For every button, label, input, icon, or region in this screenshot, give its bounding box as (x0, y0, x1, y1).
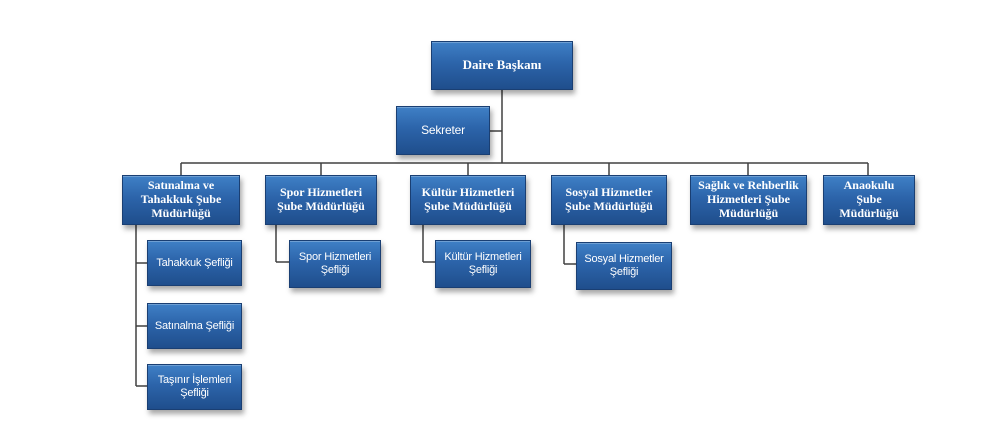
unit-box-satinalma: Satınalma Şefliği (147, 303, 242, 349)
department-label: Kültür Hizmetleri Şube Müdürlüğü (421, 185, 515, 213)
department-box-4: Sosyal Hizmetler Şube Müdürlüğü (551, 175, 667, 225)
department-box-5: Sağlık ve Rehberlik Hizmetleri Şube Müdü… (690, 175, 807, 225)
unit-box-kultur: Kültür Hizmetleri Şefliği (435, 240, 531, 288)
department-box-6: Anaokulu Şube Müdürlüğü (823, 175, 915, 225)
assistant-box: Sekreter (396, 106, 490, 155)
unit-box-sosyal: Sosyal Hizmetler Şefliği (576, 242, 672, 290)
head-box: Daire Başkanı (431, 41, 573, 90)
unit-label: Tahakkuk Şefliği (156, 256, 233, 269)
department-label: Spor Hizmetleri Şube Müdürlüğü (277, 185, 365, 213)
unit-label: Taşınır İşlemleri Şefliği (157, 374, 232, 399)
unit-box-tasinir: Taşınır İşlemleri Şefliği (147, 364, 242, 410)
department-box-2: Spor Hizmetleri Şube Müdürlüğü (265, 175, 377, 225)
unit-box-spor: Spor Hizmetleri Şefliği (289, 240, 381, 288)
unit-label: Kültür Hizmetleri Şefliği (444, 251, 522, 276)
department-box-1: Satınalma ve Tahakkuk Şube Müdürlüğü (122, 175, 240, 225)
head-label: Daire Başkanı (462, 57, 542, 73)
department-label: Sosyal Hizmetler Şube Müdürlüğü (565, 185, 653, 213)
department-label: Sağlık ve Rehberlik Hizmetleri Şube Müdü… (698, 178, 799, 220)
unit-label: Satınalma Şefliği (154, 319, 235, 332)
unit-label: Sosyal Hizmetler Şefliği (584, 253, 664, 278)
unit-box-tahakkuk: Tahakkuk Şefliği (147, 240, 242, 286)
department-label: Satınalma ve Tahakkuk Şube Müdürlüğü (140, 178, 222, 220)
department-label: Anaokulu Şube Müdürlüğü (839, 178, 899, 220)
department-box-3: Kültür Hizmetleri Şube Müdürlüğü (410, 175, 526, 225)
unit-label: Spor Hizmetleri Şefliği (298, 251, 372, 276)
assistant-label: Sekreter (421, 122, 465, 137)
